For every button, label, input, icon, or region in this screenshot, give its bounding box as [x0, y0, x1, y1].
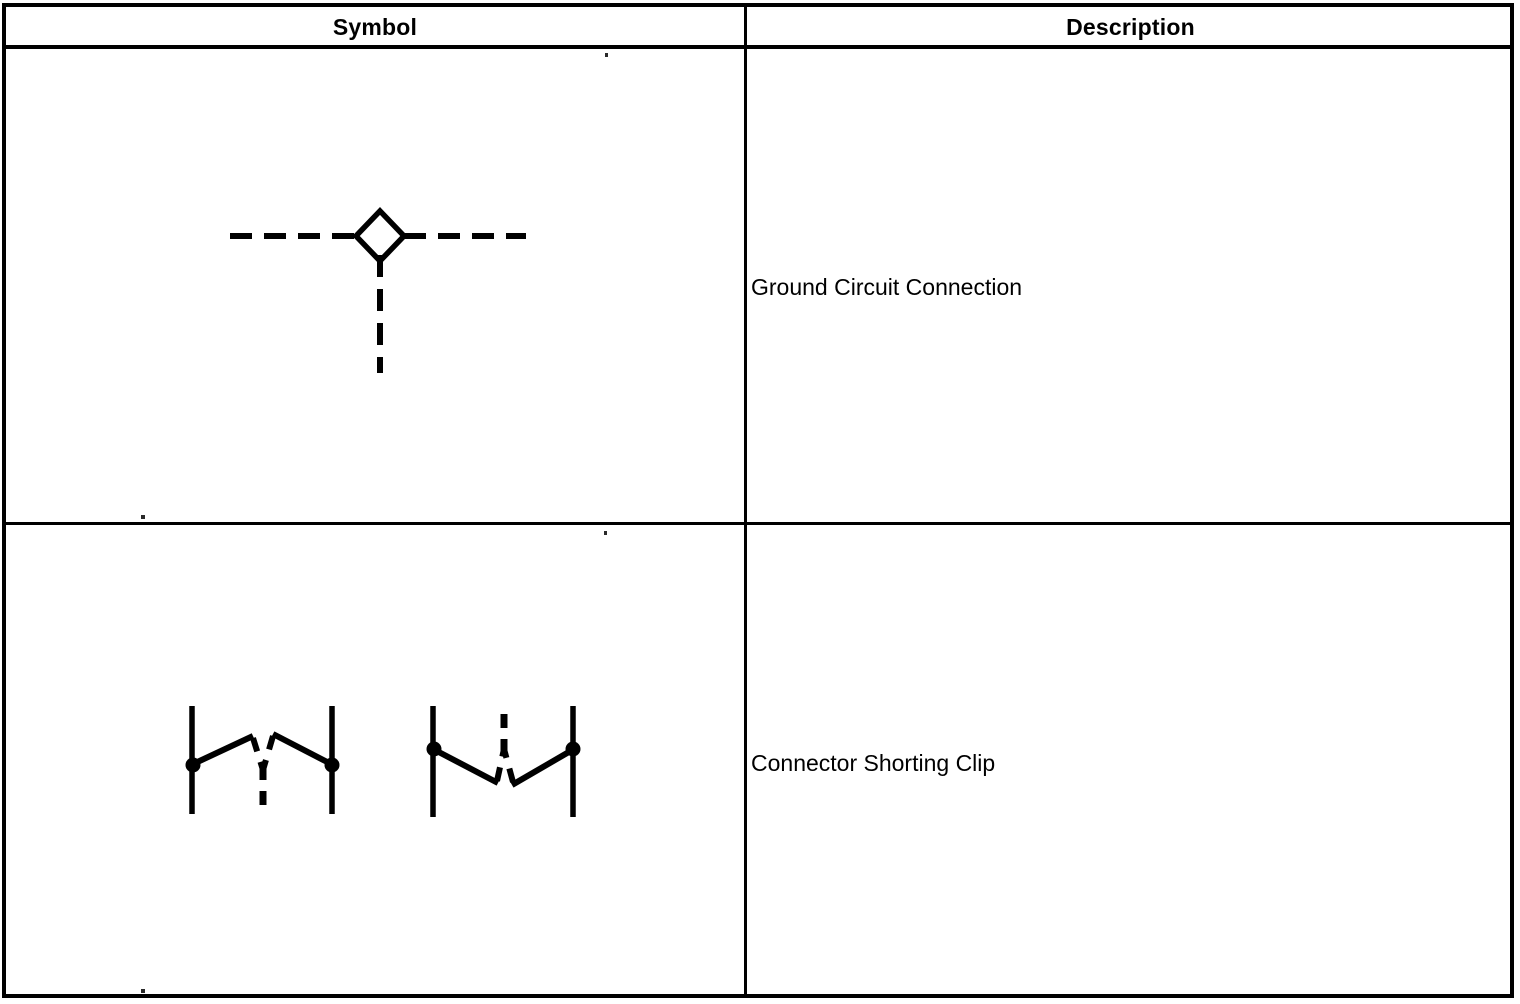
symbol-description-table	[2, 3, 1514, 998]
description-connector-shorting-clip: Connector Shorting Clip	[751, 750, 996, 776]
header-rule	[2, 45, 1514, 49]
shorting-clip-peak-down	[426, 706, 581, 817]
shorting-clip-peak-up	[185, 706, 340, 814]
description-ground-circuit-connection: Ground Circuit Connection	[751, 274, 1023, 300]
symbol-cell-connector-shorting-clip	[6, 525, 744, 995]
ground-circuit-connection-icon	[230, 207, 526, 373]
column-header-description: Description	[1066, 14, 1195, 40]
column-header-symbol: Symbol	[332, 14, 418, 40]
scan-speck	[604, 531, 607, 535]
connector-shorting-clip-icon	[185, 706, 581, 817]
column-divider	[744, 3, 747, 998]
row-divider	[2, 522, 1514, 525]
scan-speck	[141, 515, 145, 519]
symbol-cell-ground-circuit-connection	[6, 49, 744, 522]
scan-speck	[141, 989, 145, 993]
scan-speck	[605, 53, 608, 57]
